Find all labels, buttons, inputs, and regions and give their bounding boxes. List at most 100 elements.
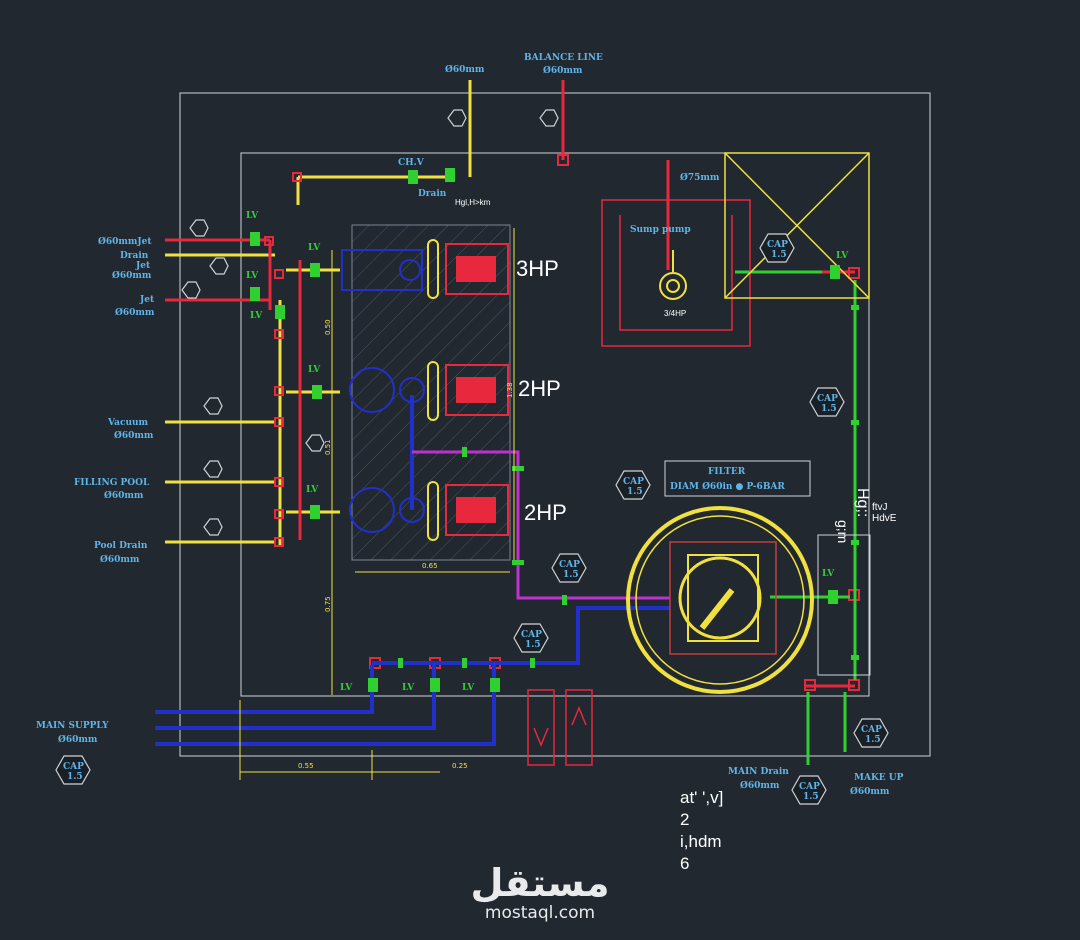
label-vacuum: Vacuum bbox=[107, 418, 149, 428]
valve-supply2: LV bbox=[402, 678, 440, 693]
outer-frame bbox=[179, 92, 931, 757]
svg-text:CAP: CAP bbox=[521, 630, 542, 640]
svg-text:1.5: 1.5 bbox=[771, 250, 787, 260]
valve-supply1: LV bbox=[340, 678, 378, 693]
svg-text:CAP: CAP bbox=[861, 725, 882, 735]
svg-text:CAP: CAP bbox=[559, 560, 580, 570]
pump2-hp-label: 2HP bbox=[518, 376, 561, 401]
dim-0-65: 0.65 bbox=[422, 562, 438, 570]
inner-frame bbox=[240, 152, 870, 697]
label-drain-jet-size: Ø60mm bbox=[112, 270, 152, 281]
hex-tags bbox=[181, 109, 559, 536]
side-note-a: g;m bbox=[835, 520, 851, 543]
label-jet: Jet bbox=[139, 295, 155, 305]
svg-text:CAP: CAP bbox=[817, 394, 838, 404]
pump-2 bbox=[349, 361, 509, 421]
valves: LV LV LV LV LV LV LV LV LV LV LV bbox=[246, 168, 849, 693]
svg-text:CAP: CAP bbox=[63, 762, 84, 772]
dim-0-75: 0.75 bbox=[324, 596, 332, 612]
svg-text:LV: LV bbox=[308, 243, 321, 253]
label-main-supply: MAIN SUPPLY bbox=[36, 721, 109, 731]
svg-text:CAP: CAP bbox=[623, 477, 644, 487]
sump-pipe-label: Ø75mm bbox=[680, 172, 720, 183]
valve-pump2: LV bbox=[308, 365, 322, 399]
svg-text:1.5: 1.5 bbox=[821, 404, 837, 414]
label-filling-size: Ø60mm bbox=[104, 490, 144, 501]
side-note-c: HdvE bbox=[872, 513, 897, 524]
valve-supply3: LV bbox=[462, 678, 500, 693]
label-filling-pool: FILLING POOL bbox=[74, 478, 150, 488]
filter bbox=[626, 506, 814, 694]
tank bbox=[724, 152, 870, 299]
svg-text:LV: LV bbox=[402, 683, 415, 693]
label-drain-jet: Drain bbox=[120, 251, 149, 261]
note-line-4: 6 bbox=[680, 854, 689, 873]
valve-drain-top bbox=[445, 168, 455, 182]
valve-pump1: LV bbox=[308, 243, 321, 277]
dim-0-25: 0.25 bbox=[452, 762, 468, 770]
valve-jet1: LV bbox=[246, 211, 260, 246]
label-drain-top: Drain bbox=[418, 189, 447, 199]
label-pool-drain: Pool Drain bbox=[94, 541, 148, 551]
svg-text:1.5: 1.5 bbox=[67, 772, 83, 782]
label-main-supply-size: Ø60mm bbox=[58, 734, 98, 745]
sump-pump-symbol bbox=[659, 250, 687, 300]
side-note-d: Hg;: bbox=[854, 488, 871, 517]
watermark-url: mostaql.com bbox=[485, 903, 595, 923]
valve-check bbox=[408, 170, 418, 184]
svg-text:1.5: 1.5 bbox=[865, 735, 881, 745]
label-drain-jet2: Jet bbox=[135, 261, 151, 271]
note-line-3: i,hdm bbox=[680, 832, 722, 851]
filter-label-box bbox=[664, 460, 811, 497]
valve-filter: LV bbox=[822, 569, 838, 604]
svg-text:LV: LV bbox=[250, 311, 263, 321]
valve-tank: LV bbox=[830, 251, 849, 279]
label-top-left: Ø60mm bbox=[445, 64, 485, 75]
svg-text:LV: LV bbox=[822, 569, 835, 579]
label-jet1: Ø60mmJet bbox=[98, 236, 152, 247]
svg-text:LV: LV bbox=[306, 485, 319, 495]
label-garbled-top: Hgl,H>km bbox=[455, 198, 491, 207]
dimension-lines bbox=[239, 228, 515, 780]
label-make-up-size: Ø60mm bbox=[850, 786, 890, 797]
label-vacuum-size: Ø60mm bbox=[114, 430, 154, 441]
svg-text:LV: LV bbox=[246, 271, 259, 281]
pump3-hp-label: 2HP bbox=[524, 500, 567, 525]
green-couplers bbox=[398, 305, 859, 668]
svg-text:1.5: 1.5 bbox=[525, 640, 541, 650]
filter-spec: DIAM Ø60in ● P-6BAR bbox=[670, 481, 785, 492]
svg-text:LV: LV bbox=[308, 365, 321, 375]
watermark-arabic: مستقل bbox=[471, 861, 610, 905]
sump-pump-label: Sump pump bbox=[630, 225, 691, 235]
dim-0-50: 0.50 bbox=[324, 319, 332, 335]
label-make-up: MAKE UP bbox=[854, 773, 904, 783]
svg-text:LV: LV bbox=[246, 211, 259, 221]
svg-text:1.5: 1.5 bbox=[627, 487, 643, 497]
dim-0-55: 0.55 bbox=[298, 762, 314, 770]
sump-hp-label: 3/4HP bbox=[664, 309, 686, 318]
valve-pump3: LV bbox=[306, 485, 320, 519]
svg-text:CAP: CAP bbox=[799, 782, 820, 792]
pump-3 bbox=[349, 481, 509, 541]
pump-1 bbox=[341, 239, 509, 299]
svg-text:CAP: CAP bbox=[767, 240, 788, 250]
drain-arrows bbox=[527, 689, 593, 766]
label-chk-v: CH.V bbox=[398, 158, 425, 168]
note-line-1: at' ',v] bbox=[680, 788, 723, 807]
label-pool-drain-size: Ø60mm bbox=[100, 554, 140, 565]
label-jet-size: Ø60mm bbox=[115, 307, 155, 318]
valve-drain-jet: LV bbox=[246, 271, 260, 301]
green-pipes bbox=[735, 270, 857, 765]
note-line-2: 2 bbox=[680, 810, 689, 829]
make-up-box bbox=[817, 534, 871, 676]
svg-text:LV: LV bbox=[836, 251, 849, 261]
